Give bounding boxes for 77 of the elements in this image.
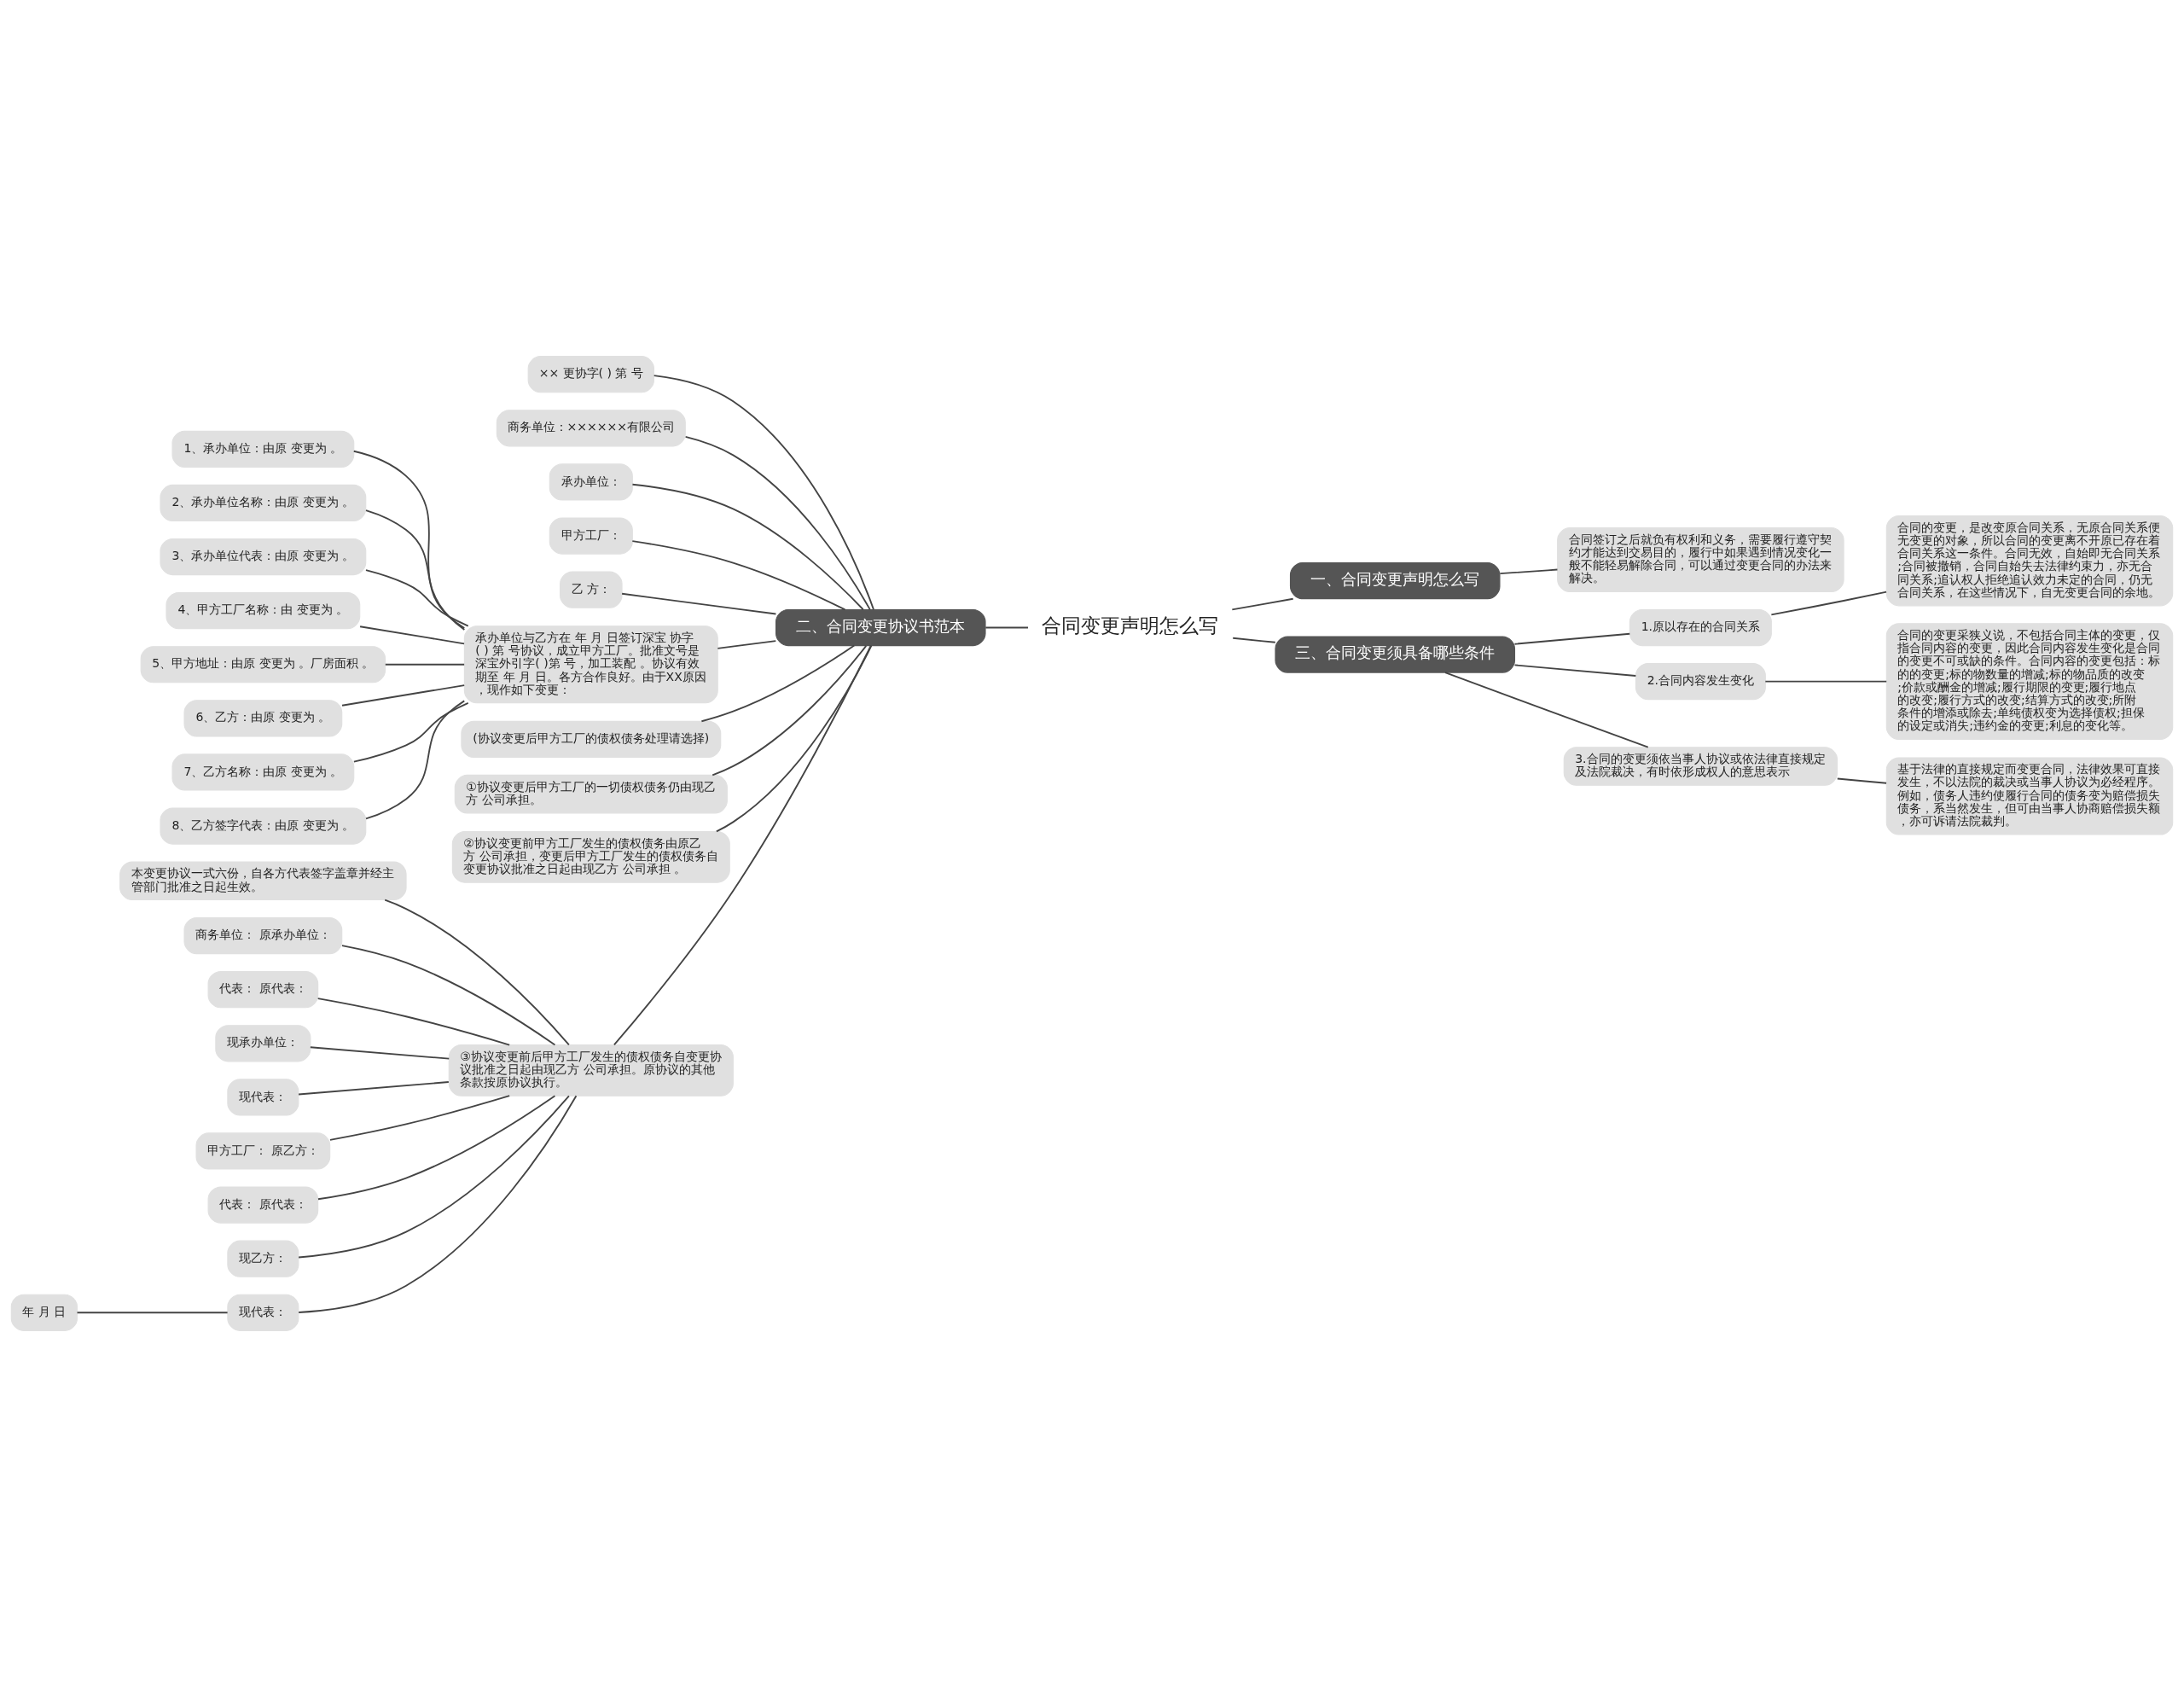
connector: [317, 1095, 556, 1201]
node-box: 现承办单位：: [215, 1025, 311, 1062]
node-box: ③协议变更前后甲方工厂发生的债权债务自变更协议批准之日起由现乙方 公司承担。原协议的其他条款按原协议执行。: [448, 1044, 734, 1097]
node-box: 8、乙方签字代表：由原 变更为 。: [160, 807, 367, 845]
node-box: 一、合同变更声明怎么写: [1289, 561, 1501, 600]
node-box: 6、乙方：由原 变更为 。: [183, 700, 343, 737]
node-box: 乙 方：: [560, 571, 623, 608]
node-box: 代表： 原代表：: [207, 1186, 319, 1224]
connector: [365, 700, 466, 820]
connector: [715, 644, 873, 833]
connector: [621, 592, 777, 615]
node-box: 4、甲方工厂名称：由 变更为 。: [166, 592, 361, 630]
connector: [384, 663, 466, 666]
node-box: 5、甲方地址：由原 变更为 。厂房面积 。: [140, 646, 386, 684]
connector: [298, 1095, 570, 1259]
connector: [1770, 590, 1887, 616]
connector: [384, 899, 570, 1046]
connector: [341, 945, 556, 1046]
connector: [317, 998, 511, 1046]
node-box: (协议变更后甲方工厂的债权债务处理请选择): [461, 720, 722, 758]
connector: [631, 540, 846, 611]
connector: [717, 640, 777, 649]
connector: [1513, 632, 1631, 645]
node-box: 现乙方：: [227, 1240, 299, 1277]
connector: [352, 701, 469, 763]
node-box: 承办单位与乙方在 年 月 日签订深宝 协字( ) 第 号协议，成立甲方工厂。批准文号是深宝外引字( )第 号，加工装配 。协议有效期至 年 月 日。各方合作良好。由于XX原因，现作如下变更：: [463, 625, 718, 704]
connector: [352, 450, 466, 631]
connector: [700, 644, 856, 723]
node-box: 现代表：: [227, 1079, 299, 1116]
node-box: 3、承办单位代表：由原 变更为 。: [160, 538, 367, 576]
connector: [1499, 568, 1559, 575]
node-box: 承办单位：: [549, 463, 633, 501]
connector: [1836, 777, 1887, 784]
node-box: 二、合同变更协议书范本: [775, 608, 986, 647]
connector: [76, 1312, 229, 1314]
connector: [653, 375, 874, 611]
node-box: 商务单位：××××××有限公司: [496, 410, 686, 447]
connector: [631, 483, 864, 611]
node-box: ×× 更协字( ) 第 号: [527, 356, 654, 393]
node-box: 2、承办单位名称：由原 变更为 。: [160, 484, 367, 522]
node-box: 7、乙方名称：由原 变更为 。: [171, 753, 355, 791]
connector: [298, 1081, 450, 1096]
connector: [341, 684, 466, 707]
connector: [309, 1046, 450, 1060]
connector: [1764, 680, 1888, 683]
node-box: 商务单位： 原承办单位：: [183, 916, 343, 955]
connector: [365, 509, 466, 630]
node-box: 合同签订之后就负有权利和义务，需要履行遵守契约才能达到交易目的，履行中如果遇到情况变化一般不能轻易解除合同，可以通过变更合同的办法来解决。: [1557, 527, 1844, 593]
connector: [613, 644, 872, 1046]
connector: [298, 1095, 578, 1313]
connector: [1444, 672, 1649, 748]
node-text: 合同变更声明怎么写: [1042, 614, 1219, 638]
node-box: 现代表：: [227, 1294, 299, 1331]
connector: [1232, 637, 1276, 643]
node-box: 3.合同的变更须依当事人协议或依法律直接规定及法院裁决，有时依形成权人的意思表示: [1563, 747, 1838, 786]
connector: [329, 1095, 511, 1141]
node-box: 本变更协议一式六份，自各方代表签字盖章并经主管部门批准之日起生效。: [119, 861, 407, 901]
node-box: ①协议变更后甲方工厂的一切债权债务仍由现乙方 公司承担。: [454, 774, 728, 814]
connector: [985, 626, 1029, 629]
connector: [712, 644, 868, 777]
node-box: 2.合同内容发生变化: [1635, 663, 1766, 701]
connector: [1231, 597, 1294, 611]
connector: [684, 435, 871, 611]
connector: [359, 625, 465, 645]
node-box: 代表： 原代表：: [207, 971, 319, 1009]
node-box: 年 月 日: [10, 1294, 78, 1331]
node-box: 1.原以存在的合同关系: [1629, 608, 1772, 647]
connector: [365, 569, 469, 627]
node-box: 合同的变更采狭义说，不包括合同主体的变更，仅指合同内容的变更，因此合同内容发生变化是合同的变更不可或缺的条件。合同内容的变更包括：标的的变更;标的物数量的增减;标的物品质的改变;价款或酬金的增减;履行期限的变更;履行地点的改变;履行方式的改变;结算方式的改变;所附条件的增添或除去;单纯债权变为选择债权;担保的设定或消失;违约金的变更;利息的变化等。: [1885, 623, 2174, 740]
node-box: 三、合同变更须具备哪些条件: [1275, 636, 1516, 673]
node-box: ②协议变更前甲方工厂发生的债权债务由原乙方 公司承担，变更后甲方工厂发生的债权债务自变更协议批准之日起由现乙方 公司承担 。: [451, 830, 730, 883]
node-box: 基于法律的直接规定而变更合同，法律效果可直接发生，不以法院的裁决或当事人协议为必经程序。例如，债务人违约使履行合同的债务变为赔偿损失债务，系当然发生，但可由当事人协商赔偿损失额，亦可诉请法院裁判。: [1885, 757, 2174, 835]
connector: [1513, 664, 1637, 677]
node-box: 合同的变更，是改变原合同关系，无原合同关系便无变更的对象，所以合同的变更离不开原已存在着合同关系这一条件。合同无效，自始即无合同关系;合同被撤销，合同自始失去法律约束力，亦无合同关系;追认权人拒绝追认效力未定的合同，仍无合同关系，在这些情况下，自无变更合同的余地。: [1885, 515, 2174, 607]
node-box: 1、承办单位：由原 变更为 。: [171, 430, 355, 468]
node-box: 甲方工厂：: [549, 517, 633, 555]
node-box: 甲方工厂： 原乙方：: [195, 1132, 331, 1170]
